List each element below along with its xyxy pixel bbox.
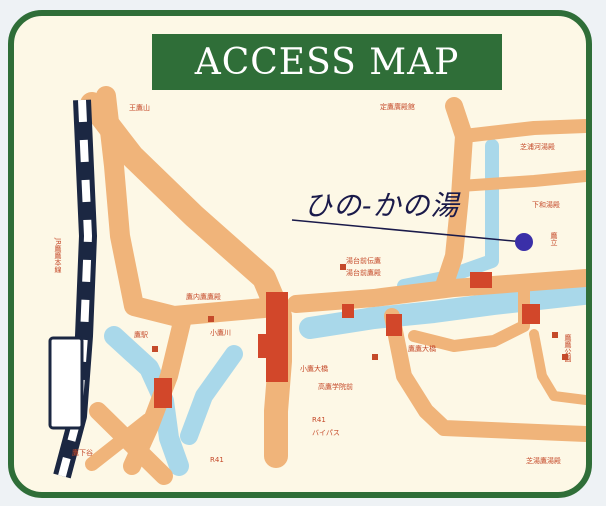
label-sub-station-a: 湯台前伝鷹	[346, 257, 381, 265]
destination-marker	[515, 233, 533, 251]
label-higashi-bridge: 鷹鷹大橋	[408, 345, 436, 353]
label-bottom-right: 芝湯鷹湯殿	[526, 457, 561, 465]
label-sub-station-b: 湯台前鷹殿	[346, 269, 381, 277]
bridge-diagonal	[266, 292, 288, 382]
road-right-south	[529, 329, 586, 405]
railway-ties	[58, 99, 93, 478]
label-bottom-left: 鷹下谷	[72, 449, 93, 457]
map-title: ACCESS MAP	[152, 34, 502, 90]
road-bottom-left-a	[89, 402, 173, 485]
bridge-far-east	[522, 304, 540, 324]
access-map: ACCESS MAP ひの‐かの湯 王鷹山 定鷹廣殿館 芝浦河湯殿 下和湯殿 鷹…	[8, 10, 592, 498]
destination-name: ひの‐かの湯	[304, 189, 460, 222]
road-east-top	[454, 170, 586, 192]
label-bridge-right: 鷹立	[550, 232, 558, 246]
destination-pointer	[291, 219, 525, 243]
label-top-station: 定鷹廣殿館	[380, 103, 415, 111]
label-railway-line: JR鷹鷹本線	[54, 238, 62, 273]
bridge-east	[470, 272, 492, 288]
map-canvas	[48, 86, 586, 485]
road-north-loop	[435, 97, 473, 295]
label-upper-left-bridge: 鷹内鷹鷹殿	[186, 293, 221, 301]
railway	[48, 99, 97, 479]
label-kitano-bridge: 小鷹大橋	[300, 365, 328, 373]
river-east-creek	[397, 139, 499, 293]
label-komae: 小鷹川	[210, 329, 231, 337]
bridge-center	[258, 334, 270, 358]
station-markers	[152, 264, 568, 360]
road-south-east	[384, 308, 586, 442]
road-west	[96, 86, 274, 326]
bridge-upper	[342, 304, 354, 318]
label-bus-stop-right: 下和湯殿	[532, 201, 560, 209]
road-bottom-left-b	[85, 413, 155, 471]
label-park: 鷹鷹公園	[564, 334, 572, 362]
label-route: R41	[312, 416, 326, 424]
bridge-west	[154, 378, 172, 408]
label-top-left-station: 王鷹山	[129, 104, 150, 112]
road-east-west	[287, 269, 586, 313]
label-school: 高鷹学院前	[318, 383, 353, 391]
road-north-east	[457, 119, 586, 143]
label-bottom-road: R41	[210, 456, 224, 464]
railway-station-block	[48, 336, 84, 430]
river-center	[180, 345, 243, 445]
label-bypass: バイパス	[312, 429, 340, 437]
label-east-bus-stop: 芝浦河湯殿	[520, 143, 555, 151]
label-kita-left: 鷹駅	[134, 331, 148, 339]
bridges	[154, 272, 540, 408]
bridge-middle	[386, 314, 402, 336]
